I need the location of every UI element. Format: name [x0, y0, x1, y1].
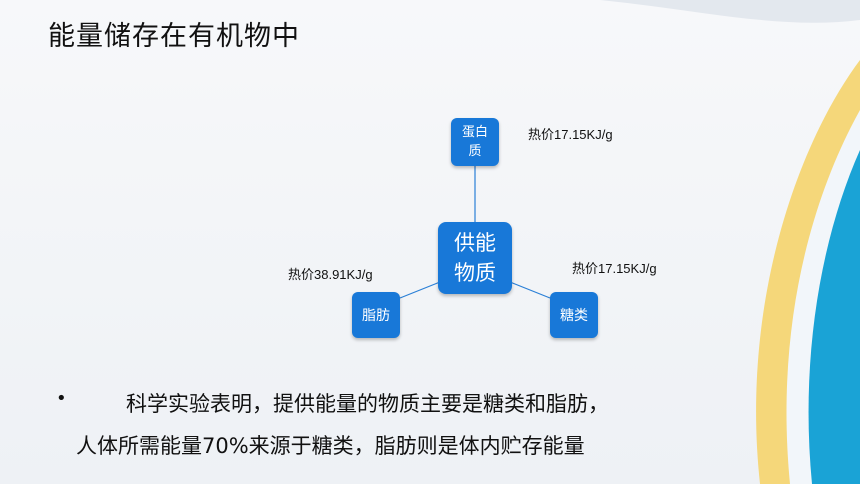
connector-right: [509, 281, 551, 299]
bullet-dot: •: [56, 388, 67, 409]
node-energy-supply: 供能 物质: [438, 222, 512, 294]
deco-blue-swoosh: [808, 150, 860, 484]
connector-left: [399, 281, 441, 299]
fat-heat-label: 热价38.91KJ/g: [288, 267, 373, 282]
bullet-line-2: 人体所需能量70%来源于糖类，脂肪则是体内贮存能量: [76, 434, 585, 458]
protein-heat-label: 热价17.15KJ/g: [528, 127, 613, 142]
node-center-line1: 供能: [454, 231, 496, 255]
bullet-line-1: 科学实验表明，提供能量的物质主要是糖类和脂肪，: [126, 392, 609, 416]
bullet-paragraph: 科学实验表明，提供能量的物质主要是糖类和脂肪， 人体所需能量70%来源于糖类，脂…: [76, 383, 796, 467]
sugar-heat-label: 热价17.15KJ/g: [572, 261, 657, 276]
node-center-line2: 物质: [454, 261, 496, 285]
slide-title: 能量储存在有机物中: [48, 21, 300, 52]
node-protein-line2: 质: [468, 144, 482, 159]
node-protein-line1: 蛋白: [461, 125, 488, 140]
node-fat: 脂肪: [352, 292, 400, 338]
node-protein: 蛋白 质: [451, 118, 499, 166]
node-sugar: 糖类: [550, 292, 598, 338]
deco-top-wave: [600, 0, 860, 23]
